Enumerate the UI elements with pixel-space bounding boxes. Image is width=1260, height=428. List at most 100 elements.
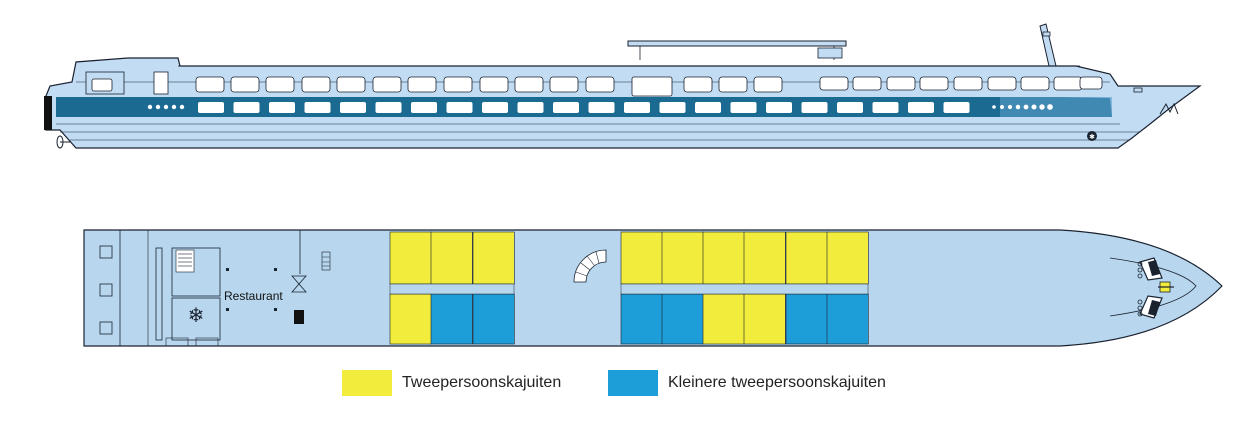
legend-item-small: Kleinere tweepersoonskajuiten — [608, 370, 886, 396]
legend-swatch-small — [608, 370, 658, 396]
galley — [155, 247, 221, 347]
cabin-small — [826, 293, 869, 345]
cabin-window — [482, 102, 508, 113]
porthole — [147, 104, 153, 110]
sun-deck-canopy — [627, 40, 847, 60]
legend-label-small: Kleinere tweepersoonskajuiten — [668, 374, 886, 391]
cabin-window — [304, 102, 331, 113]
cabin-standard — [785, 231, 828, 285]
cabin-window — [198, 102, 224, 113]
cabin-window — [443, 76, 473, 93]
cabin-window — [588, 102, 615, 113]
cabin-window — [987, 76, 1017, 91]
cabin-window — [1020, 76, 1050, 91]
bow-winches — [1137, 257, 1174, 319]
svg-text:✱: ✱ — [1089, 133, 1095, 141]
cabin-window — [230, 76, 260, 93]
cabin-window — [766, 102, 792, 113]
cabin-grid — [389, 231, 869, 345]
cabin-window — [695, 102, 721, 113]
cabin-small — [620, 293, 663, 345]
porthole — [1039, 104, 1045, 110]
porthole — [155, 104, 161, 110]
restaurant-label: Restaurant — [224, 289, 283, 303]
lower-window-row — [198, 102, 970, 113]
cabin-window — [446, 102, 473, 113]
porthole — [1007, 104, 1013, 110]
cabin-standard — [826, 231, 869, 285]
legend-item-standard: Tweepersoonskajuiten — [342, 370, 561, 396]
cabin-standard — [743, 231, 786, 285]
cabin-window — [953, 76, 983, 91]
cabin-window — [336, 76, 366, 93]
snowflake-icon: ❄ — [188, 303, 205, 327]
cabin-window — [683, 76, 713, 93]
cabin-window — [585, 76, 615, 93]
cabin-window — [233, 102, 260, 113]
cabin-small — [785, 293, 828, 345]
cabin-standard — [389, 293, 432, 345]
cabin-window — [852, 76, 882, 91]
cabin-window — [730, 102, 757, 113]
cabin-window — [479, 76, 509, 93]
cabin-window — [819, 76, 849, 91]
cabin-window — [517, 102, 544, 113]
porthole — [1023, 104, 1029, 110]
upper-window-row — [195, 76, 1103, 97]
cabin-standard — [472, 231, 515, 285]
cabin-window — [624, 102, 650, 113]
cabin-window — [411, 102, 437, 113]
spiral-staircase-icon — [573, 249, 607, 283]
anchor-icon: ✱ — [1087, 131, 1097, 141]
cabin-window — [553, 102, 579, 113]
cabin-window — [301, 76, 331, 93]
deck-plan: ❄ Restaurant — [83, 229, 1223, 347]
restaurant-furniture — [226, 230, 331, 324]
cabin-standard — [702, 293, 745, 345]
cabin-window — [1079, 76, 1103, 90]
stern-windows — [99, 245, 113, 335]
corridor — [389, 283, 515, 295]
cabin-window — [837, 102, 863, 113]
cabin-window — [549, 76, 579, 93]
cabin-window — [269, 102, 295, 113]
porthole — [171, 104, 177, 110]
cabin-window — [872, 102, 899, 113]
cabin-window — [943, 102, 970, 113]
cabin-window — [407, 76, 437, 93]
porthole — [1047, 104, 1053, 110]
ship-side-profile: ✱ — [44, 23, 1202, 149]
cabin-window — [908, 102, 934, 113]
porthole — [1015, 104, 1021, 110]
cabin-window — [753, 76, 783, 93]
cabin-window — [659, 102, 686, 113]
cabin-window — [919, 76, 949, 91]
cabin-standard — [702, 231, 745, 285]
cabin-standard — [389, 231, 432, 285]
cabin-window — [1053, 76, 1083, 91]
porthole-group — [147, 104, 1053, 110]
lounge-window — [631, 76, 673, 97]
cabin-standard — [620, 231, 663, 285]
cabin-standard — [743, 293, 786, 345]
legend-label-standard: Tweepersoonskajuiten — [402, 374, 562, 391]
cabin-standard — [661, 231, 704, 285]
bow-detail — [1133, 87, 1179, 115]
cabin-window — [375, 102, 402, 113]
porthole — [163, 104, 169, 110]
cabin-small — [430, 293, 473, 345]
porthole — [1000, 105, 1004, 109]
cabin-window — [340, 102, 366, 113]
porthole — [179, 104, 185, 110]
cabin-window — [886, 76, 916, 91]
cabin-window — [265, 76, 295, 93]
cabin-window — [801, 102, 828, 113]
cabin-standard — [430, 231, 473, 285]
corridor — [620, 283, 869, 295]
cabin-window — [718, 76, 748, 93]
cabin-small — [472, 293, 515, 345]
cabin-window — [514, 76, 544, 93]
porthole — [992, 105, 996, 109]
cabin-window — [372, 76, 402, 93]
mast — [1039, 23, 1057, 67]
